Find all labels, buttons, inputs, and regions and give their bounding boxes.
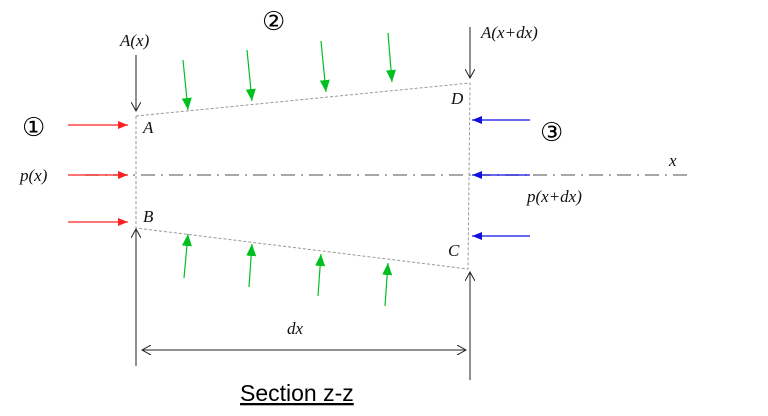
label-pressure-x: p(x) bbox=[19, 166, 48, 185]
wall-pressure-arrows bbox=[181, 32, 397, 307]
area-arrows bbox=[136, 27, 470, 380]
corner-label-a: A bbox=[142, 118, 154, 137]
marker-3: ③ bbox=[540, 118, 563, 148]
corner-label-d: D bbox=[450, 89, 464, 108]
marker-2: ② bbox=[262, 7, 285, 37]
corner-label-c: C bbox=[448, 241, 460, 260]
label-pressure-x-dx: p(x+dx) bbox=[526, 187, 582, 206]
label-x-axis: x bbox=[668, 151, 677, 170]
label-area-x-dx: A(x+dx) bbox=[480, 23, 538, 42]
inlet-pressure-arrows bbox=[68, 121, 128, 226]
control-volume-outline bbox=[135, 82, 471, 270]
outlet-pressure-arrows bbox=[472, 116, 530, 240]
marker-1: ① bbox=[22, 113, 45, 143]
label-dx: dx bbox=[287, 319, 304, 338]
section-title: Section z-z bbox=[240, 380, 354, 406]
label-area-x: A(x) bbox=[119, 31, 150, 50]
corner-label-b: B bbox=[143, 207, 154, 226]
